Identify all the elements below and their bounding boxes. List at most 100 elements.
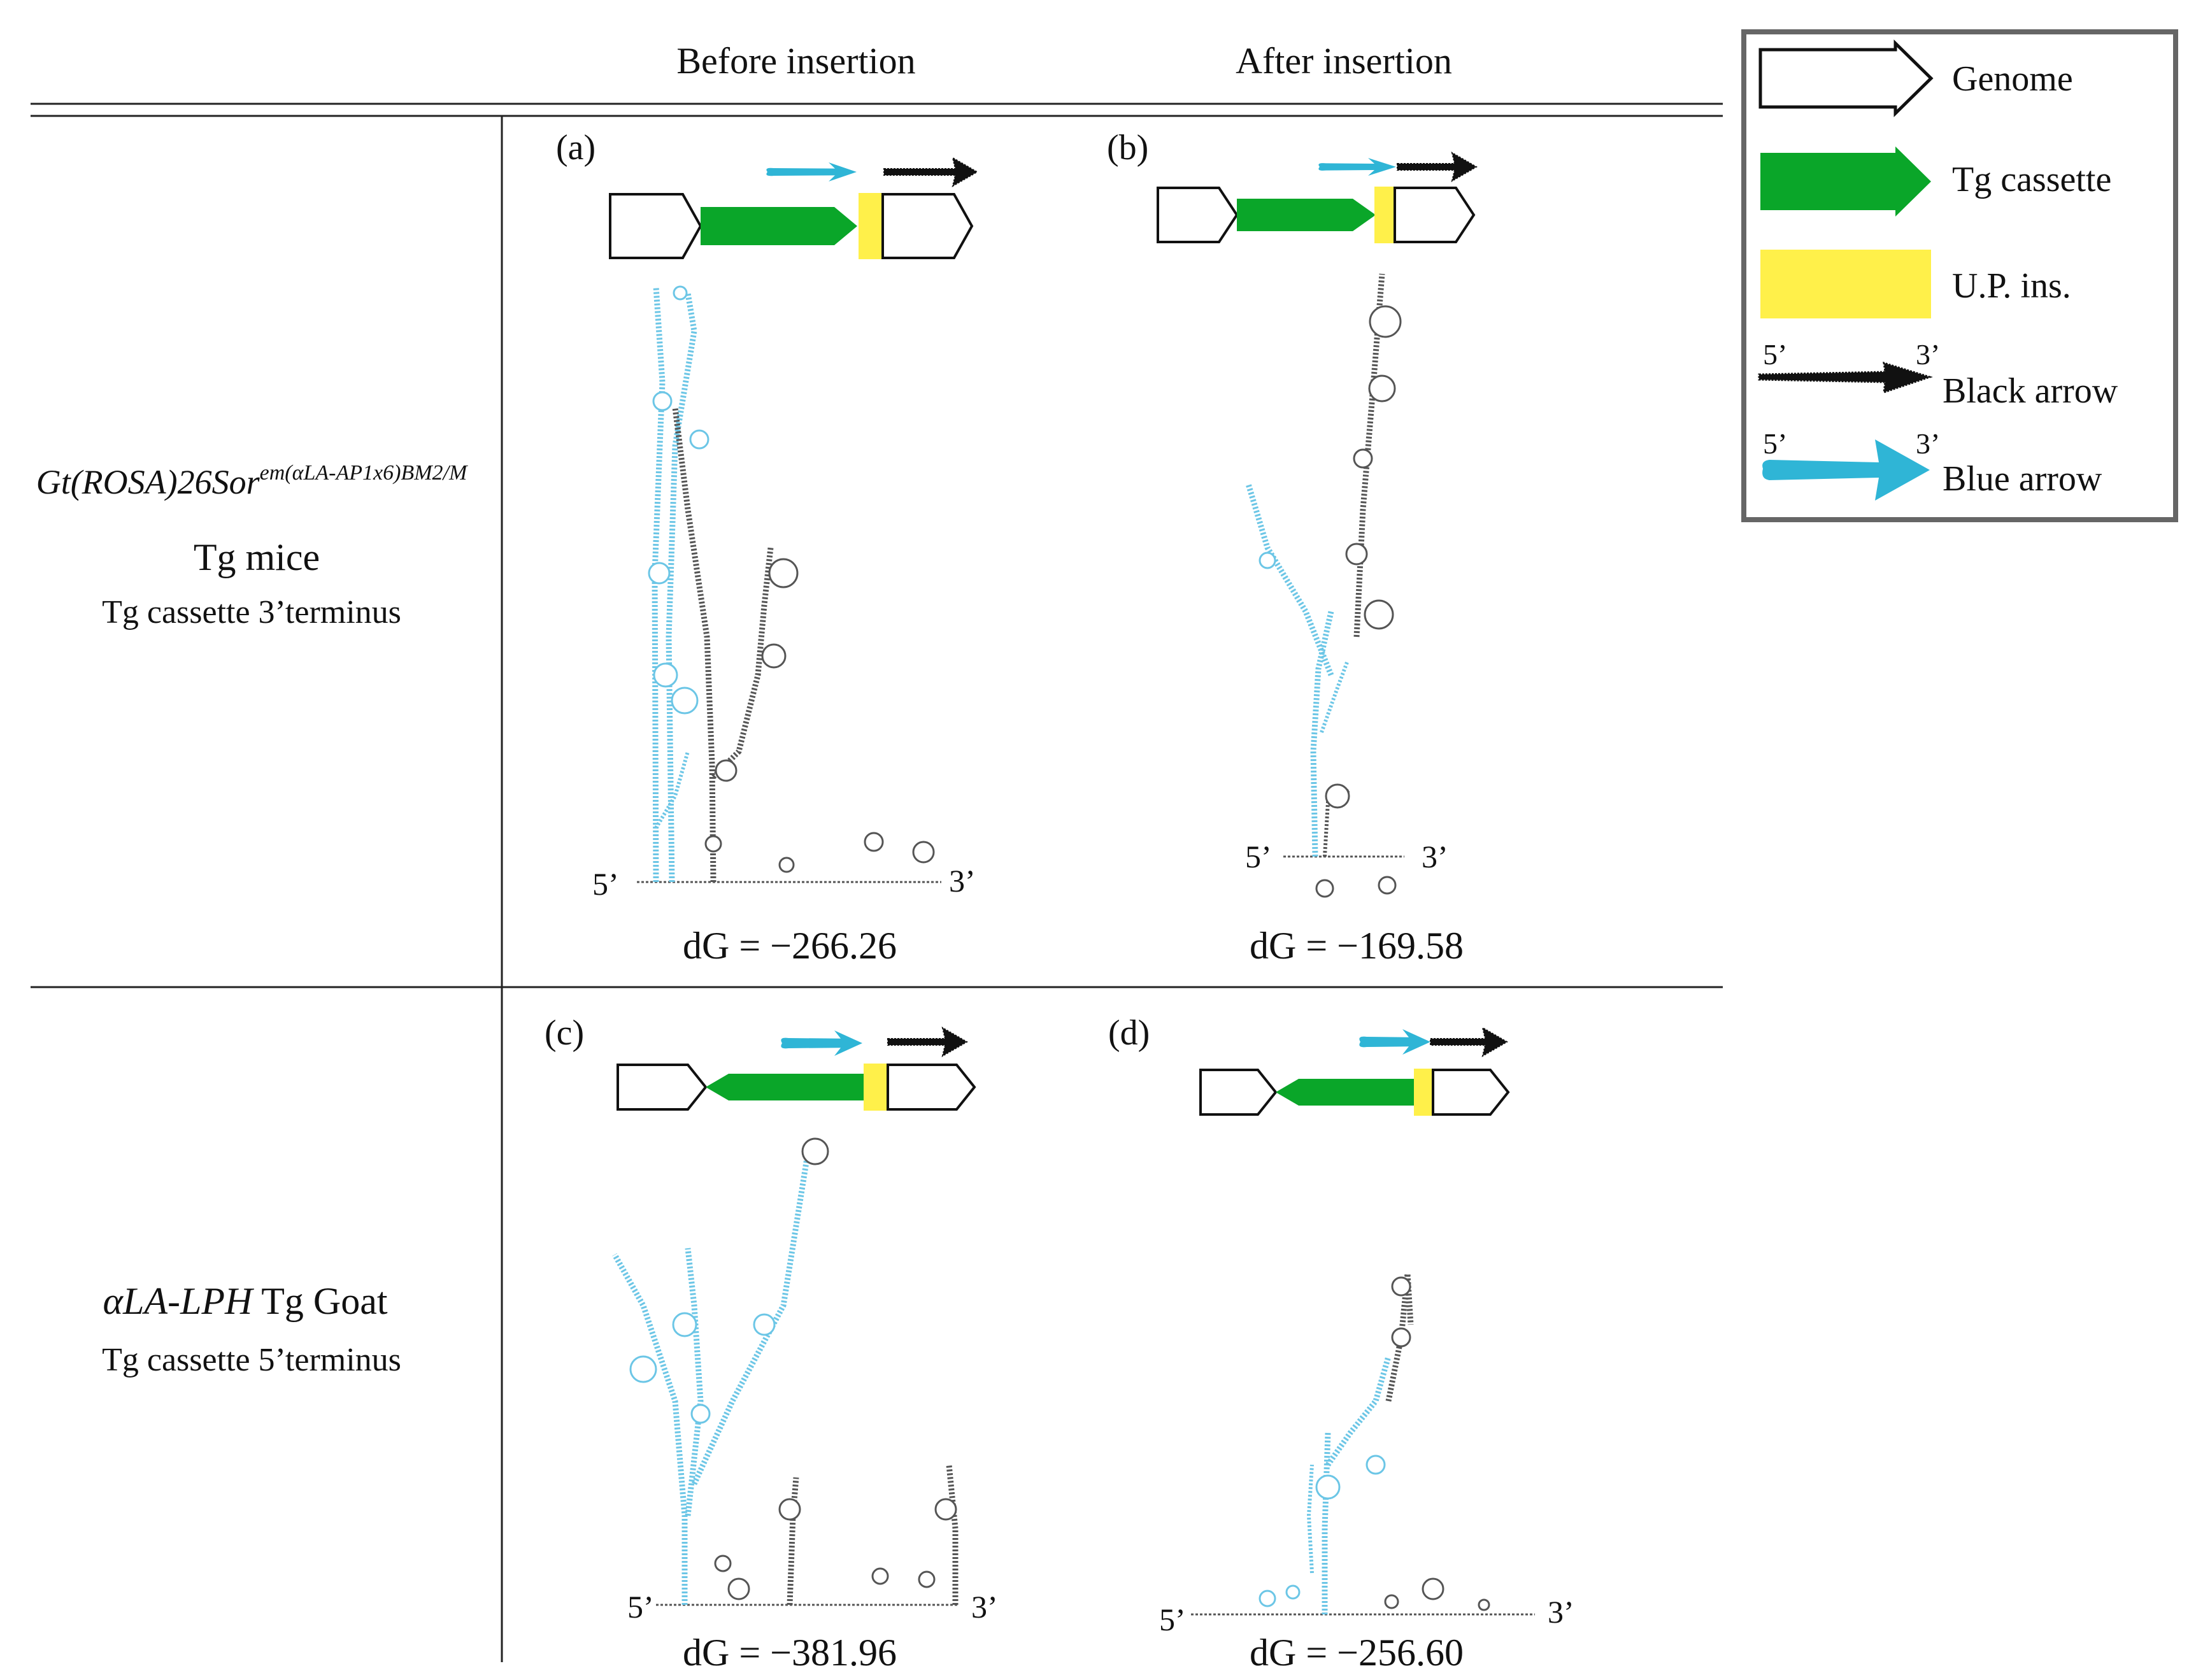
up-ins-box-icon bbox=[859, 193, 883, 259]
dg-value-a: dG = −266.26 bbox=[683, 925, 897, 967]
loop-circle bbox=[629, 1355, 657, 1383]
row-title-mice: Gt(ROSA)26Sorem(αLA-AP1x6)BM2/M bbox=[36, 461, 468, 501]
stem-line bbox=[685, 1248, 704, 1516]
stem-line bbox=[666, 292, 697, 883]
five-prime-label-a: 5’ bbox=[592, 866, 619, 902]
loop-circle bbox=[671, 687, 699, 715]
dg-value-d: dG = −256.60 bbox=[1250, 1632, 1464, 1674]
loop-circle bbox=[727, 1577, 750, 1600]
row-title-main: Gt(ROSA)26Sor bbox=[36, 463, 260, 501]
construct-diagram-d bbox=[1199, 1026, 1510, 1116]
row-title-italic: αLA-LPH bbox=[103, 1280, 255, 1322]
rna-structure-b bbox=[1245, 273, 1404, 898]
loop-circle bbox=[1325, 783, 1350, 809]
loop-circle bbox=[864, 832, 884, 852]
loop-circle bbox=[801, 1137, 829, 1165]
legend-label-up-ins: U.P. ins. bbox=[1952, 266, 2071, 306]
stem-line bbox=[787, 1477, 799, 1605]
stem-line bbox=[1245, 483, 1334, 676]
loop-circle bbox=[778, 857, 795, 873]
three-prime-label-d: 3’ bbox=[1548, 1594, 1574, 1630]
rna-structure-a bbox=[637, 285, 941, 883]
dg-value-c: dG = −381.96 bbox=[683, 1632, 897, 1674]
tg-cassette-arrow-icon bbox=[1276, 1079, 1415, 1106]
up-ins-box-icon bbox=[1760, 250, 1931, 318]
up-ins-box-icon bbox=[1414, 1069, 1433, 1116]
genome-left-arrow-icon bbox=[609, 193, 702, 259]
genome-right-arrow-icon bbox=[887, 1064, 976, 1111]
row-subtitle-mice: Tg mice bbox=[194, 536, 320, 578]
loop-circle bbox=[1315, 879, 1334, 898]
stem-line bbox=[1322, 1432, 1331, 1614]
loop-circle bbox=[761, 643, 787, 669]
blue-primer-arrow-icon bbox=[1359, 1029, 1430, 1055]
loop-circle bbox=[1391, 1276, 1411, 1297]
loop-circle bbox=[1384, 1594, 1399, 1609]
genome-right-arrow-icon bbox=[1394, 187, 1476, 243]
genome-arrow-icon bbox=[1758, 39, 1934, 117]
loop-circle bbox=[1369, 305, 1402, 338]
loop-circle bbox=[1364, 599, 1394, 630]
loop-circle bbox=[871, 1567, 889, 1585]
five-prime-label-c: 5’ bbox=[627, 1589, 654, 1625]
loop-circle bbox=[1368, 374, 1396, 402]
loop-circle bbox=[1345, 543, 1368, 566]
loop-circle bbox=[690, 1404, 711, 1424]
loop-circle bbox=[934, 1498, 957, 1521]
loop-circle bbox=[1478, 1598, 1490, 1611]
loop-circle bbox=[652, 391, 673, 411]
loop-circle bbox=[648, 562, 671, 585]
stem-line bbox=[612, 1253, 688, 1605]
stem-line bbox=[946, 1464, 959, 1605]
loop-circle bbox=[714, 1555, 732, 1572]
black-primer-arrow-icon bbox=[1397, 151, 1478, 183]
loop-circle bbox=[1391, 1327, 1411, 1348]
table-grid bbox=[31, 103, 1723, 1662]
row-title-superscript: em(αLA-AP1x6)BM2/M bbox=[260, 461, 468, 485]
three-prime-label-b: 3’ bbox=[1422, 839, 1448, 874]
legend-three-black: 3’ bbox=[1916, 338, 1940, 371]
loop-circle bbox=[778, 1498, 801, 1521]
stem-line bbox=[652, 286, 666, 883]
legend-label-black-arrow: Black arrow bbox=[1943, 371, 2118, 411]
panel-label-b: (b) bbox=[1107, 128, 1148, 167]
loop-circle bbox=[753, 1313, 776, 1336]
panel-label-d: (d) bbox=[1108, 1013, 1150, 1053]
blue-primer-arrow-icon bbox=[766, 162, 857, 182]
loop-circle bbox=[1378, 876, 1397, 895]
loop-circle bbox=[653, 662, 678, 688]
legend-five-black: 5’ bbox=[1763, 338, 1787, 371]
black-primer-arrow-icon bbox=[883, 156, 978, 188]
rna-structure-c bbox=[612, 1137, 959, 1606]
loop-circle bbox=[672, 1312, 697, 1337]
genome-right-arrow-icon bbox=[881, 193, 974, 259]
stem-line bbox=[1306, 1464, 1314, 1574]
stem-line bbox=[1310, 611, 1334, 857]
genome-left-arrow-icon bbox=[1157, 187, 1239, 243]
loop-circle bbox=[1258, 1590, 1276, 1607]
loop-circle bbox=[1285, 1584, 1301, 1600]
loop-circle bbox=[715, 759, 738, 782]
row-title-plain: Tg Goat bbox=[252, 1280, 388, 1322]
loop-circle bbox=[1365, 1455, 1386, 1475]
construct-diagram-a bbox=[609, 156, 978, 259]
loop-circle bbox=[1353, 448, 1373, 469]
row-header-goat: αLA-LPH Tg Goat Tg cassette 5’terminus bbox=[102, 1280, 401, 1378]
loop-circle bbox=[1315, 1474, 1341, 1500]
construct-diagram-b bbox=[1157, 151, 1478, 243]
blue-primer-arrow-icon bbox=[781, 1030, 862, 1056]
black-primer-arrow-icon bbox=[1430, 1026, 1508, 1058]
five-prime-label-b: 5’ bbox=[1245, 839, 1272, 874]
legend-five-blue: 5’ bbox=[1763, 427, 1787, 460]
panel-label-c: (c) bbox=[545, 1013, 584, 1053]
loop-circle bbox=[768, 558, 799, 588]
stem-line bbox=[1385, 1273, 1414, 1402]
tg-cassette-arrow-icon bbox=[1237, 199, 1376, 231]
black-primer-arrow-icon bbox=[887, 1026, 968, 1058]
blue-arrow-icon bbox=[1762, 439, 1930, 501]
row-note-mice: Tg cassette 3’terminus bbox=[102, 594, 401, 630]
legend-three-blue: 3’ bbox=[1916, 427, 1940, 460]
tg-cassette-arrow-icon bbox=[706, 1074, 864, 1100]
stem-line bbox=[711, 547, 774, 779]
